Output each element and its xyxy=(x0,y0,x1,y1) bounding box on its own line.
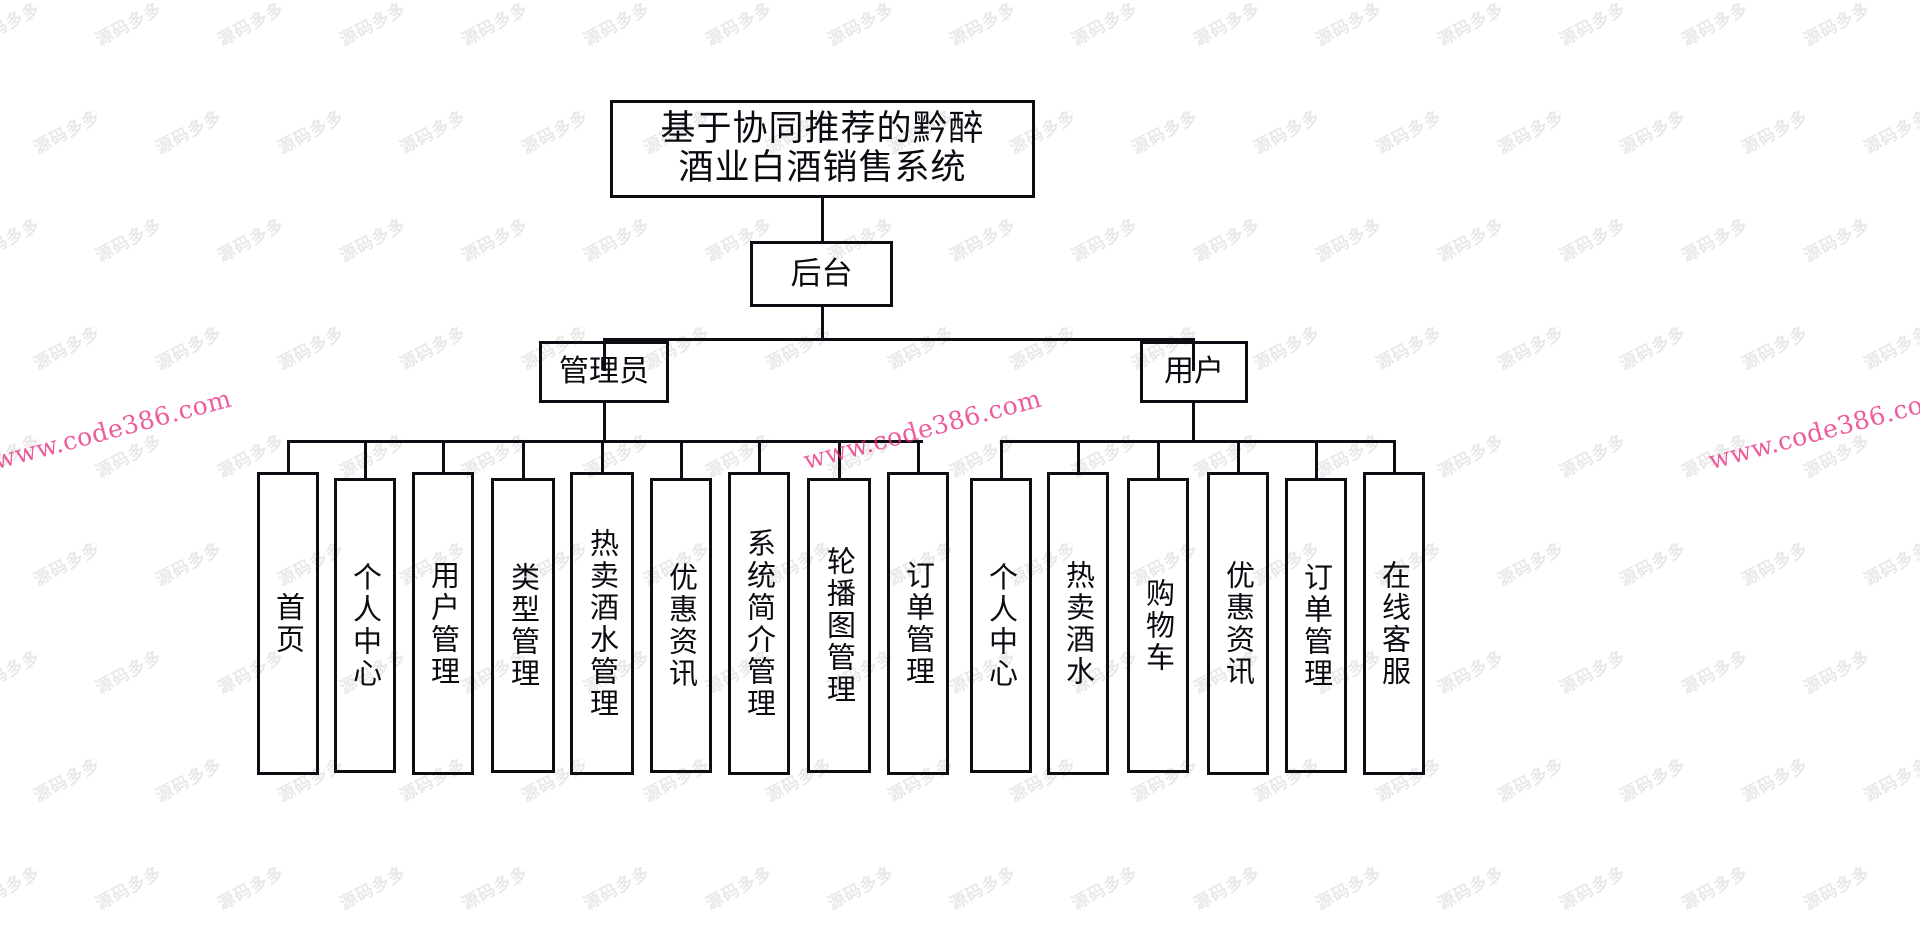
edge-backend-drop xyxy=(821,307,824,341)
edge-admin-7 xyxy=(758,440,761,475)
node-user-module-label: 购物车 xyxy=(1141,577,1176,674)
edge-user-3 xyxy=(1157,440,1160,481)
node-admin-module-8: 轮播图管理 xyxy=(807,478,871,773)
node-user-module-label: 热卖酒水 xyxy=(1061,559,1096,688)
node-user-module-6: 在线客服 xyxy=(1363,472,1425,775)
node-admin-module-6: 优惠资讯 xyxy=(650,478,712,773)
node-admin-module-label: 轮播图管理 xyxy=(822,545,857,706)
edge-user-2 xyxy=(1077,440,1080,475)
node-admin-module-label: 订单管理 xyxy=(901,559,936,688)
edge-user-6 xyxy=(1393,440,1396,475)
edge-backend-bus xyxy=(603,338,1195,341)
node-admin-module-label: 优惠资讯 xyxy=(664,561,699,690)
edge-user-bus xyxy=(1001,440,1395,443)
edge-admin-1 xyxy=(287,440,290,475)
node-user-module-4: 优惠资讯 xyxy=(1207,472,1269,775)
node-user-module-1: 个人中心 xyxy=(970,478,1032,773)
node-admin-module-7: 系统简介管理 xyxy=(728,472,790,775)
edge-bus-to-admin xyxy=(603,338,606,371)
node-admin-module-2: 个人中心 xyxy=(334,478,396,773)
edge-user-drop xyxy=(1192,403,1195,442)
edge-admin-8 xyxy=(838,440,841,481)
edge-admin-bus xyxy=(287,440,923,443)
edge-admin-4 xyxy=(522,440,525,481)
node-backend: 后台 xyxy=(750,241,893,307)
node-admin-module-label: 系统简介管理 xyxy=(742,527,777,720)
edge-root-to-backend xyxy=(821,198,824,241)
edge-admin-5 xyxy=(601,440,604,475)
node-admin-module-1: 首页 xyxy=(257,472,319,775)
node-admin-module-label: 用户管理 xyxy=(426,559,461,688)
edge-admin-6 xyxy=(680,440,683,481)
edge-user-4 xyxy=(1237,440,1240,475)
node-user-module-3: 购物车 xyxy=(1127,478,1189,773)
node-user-label: 用户 xyxy=(1164,354,1224,390)
node-user-module-5: 订单管理 xyxy=(1285,478,1347,773)
node-backend-label: 后台 xyxy=(790,255,853,292)
node-admin-module-label: 类型管理 xyxy=(506,561,541,690)
node-admin-label: 管理员 xyxy=(559,354,649,390)
node-user-module-label: 优惠资讯 xyxy=(1221,559,1256,688)
edge-admin-2 xyxy=(364,440,367,481)
edge-user-1 xyxy=(1000,440,1003,481)
node-user-module-label: 在线客服 xyxy=(1377,559,1412,688)
node-admin-module-label: 个人中心 xyxy=(348,561,383,690)
edge-admin-9 xyxy=(917,440,920,475)
node-admin-module-3: 用户管理 xyxy=(412,472,474,775)
node-user: 用户 xyxy=(1140,341,1248,403)
edge-bus-to-user xyxy=(1192,338,1195,371)
node-root-label: 基于协同推荐的黔醉酒业白酒销售系统 xyxy=(660,108,985,188)
node-admin-module-label: 热卖酒水管理 xyxy=(585,527,620,720)
node-admin: 管理员 xyxy=(539,341,669,403)
node-user-module-label: 订单管理 xyxy=(1299,561,1334,690)
node-admin-module-label: 首页 xyxy=(271,591,306,656)
node-root-system: 基于协同推荐的黔醉酒业白酒销售系统 xyxy=(610,100,1035,198)
edge-admin-3 xyxy=(442,440,445,475)
edge-user-5 xyxy=(1315,440,1318,481)
node-user-module-2: 热卖酒水 xyxy=(1047,472,1109,775)
node-admin-module-5: 热卖酒水管理 xyxy=(570,472,634,775)
node-admin-module-9: 订单管理 xyxy=(887,472,949,775)
node-admin-module-4: 类型管理 xyxy=(491,478,555,773)
edge-admin-drop xyxy=(603,403,606,442)
node-user-module-label: 个人中心 xyxy=(984,561,1019,690)
